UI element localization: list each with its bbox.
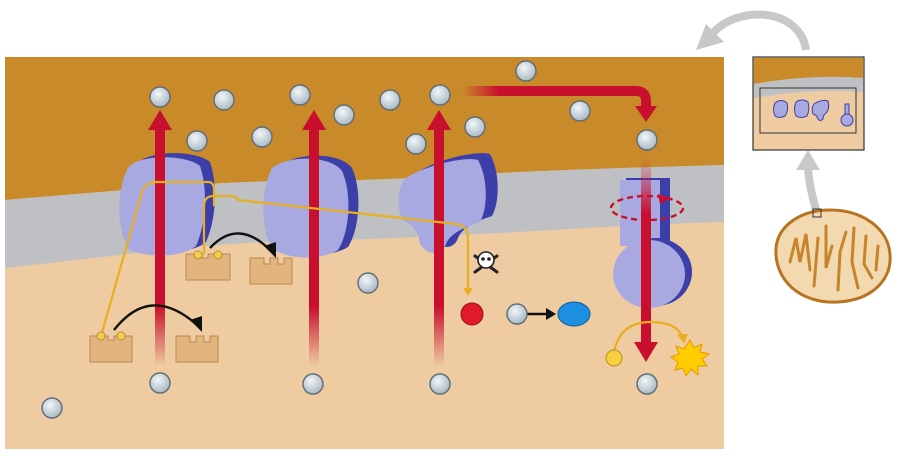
proton: [186, 130, 208, 152]
proton: [379, 89, 401, 111]
proton: [251, 126, 273, 148]
proton-return-arrow-top: [462, 86, 651, 108]
inset-membrane: [754, 76, 863, 98]
electron-path-arrowhead: [463, 288, 473, 296]
proton: [302, 373, 324, 395]
mito-to-inset-arrow: [804, 165, 820, 212]
inset-complex-2: [794, 99, 810, 118]
proton: [515, 60, 537, 82]
inset-to-main-arrow: [708, 10, 810, 51]
atp-synthase-arrow-head: [634, 342, 658, 362]
proton-arrow-head-3: [427, 110, 451, 130]
proton: [429, 84, 451, 106]
proton-arrow-head-2: [302, 110, 326, 130]
protons: [41, 60, 658, 419]
complex-1: [119, 153, 215, 256]
proton-arrow-shaft-3: [434, 128, 444, 366]
sun-burst-icon: [669, 339, 711, 378]
proton-pump-arrows: [148, 86, 658, 366]
mitochondrion: [774, 208, 892, 304]
proton: [289, 84, 311, 106]
proton: [636, 129, 658, 151]
atp-synthase-proton-channel-arrow: [641, 158, 651, 344]
inset-to-main-arrowhead: [696, 24, 724, 50]
inset-panel: [752, 56, 865, 151]
inset-complex-3: [811, 99, 830, 121]
conversion-arrowhead-3: [546, 308, 556, 320]
proton: [569, 100, 591, 122]
conversion-arrowhead-2: [264, 242, 276, 258]
proton: [213, 89, 235, 111]
main-panel: [5, 57, 724, 449]
inset-intermembrane: [754, 58, 863, 84]
electron-path: [99, 180, 470, 337]
proton: [429, 373, 451, 395]
proton-arrow-head-1: [148, 110, 172, 130]
adp-molecule: [605, 349, 623, 367]
proton: [333, 104, 355, 126]
proton: [506, 303, 528, 325]
conversion-arrowhead-1: [190, 316, 202, 332]
water-molecule: [557, 301, 591, 327]
proton: [464, 116, 486, 138]
rotation-arrowhead-icon: [658, 194, 670, 204]
inset-atp-synthase-head: [840, 113, 854, 127]
inset-complex-1: [773, 100, 789, 118]
inset-zoom-box: [759, 87, 857, 134]
proton: [405, 133, 427, 155]
electron-carrier-1: [89, 331, 133, 363]
oxygen-molecule: [460, 302, 484, 326]
mito-to-inset-arrowhead: [796, 150, 820, 170]
electron-carrier-2: [185, 250, 231, 281]
proton: [149, 86, 171, 108]
phosphorylation-arrowhead: [677, 334, 688, 344]
proton-arrow-shaft-2: [309, 128, 319, 366]
skull-crossbones-icon: [473, 251, 499, 274]
proton: [149, 372, 171, 394]
electron-carrier-2-oxidized: [249, 257, 293, 285]
proton: [636, 373, 658, 395]
electron-carrier-1-oxidized: [175, 335, 219, 363]
proton-arrow-shaft-1: [155, 128, 165, 366]
phosphorylation-arrow: [612, 320, 684, 353]
rotation-dashed-ellipse-icon: [609, 194, 685, 222]
proton: [357, 272, 379, 294]
proton: [41, 397, 63, 419]
mitochondrion-zoom-marker: [812, 208, 822, 218]
proton-return-arrow-head-top: [635, 106, 657, 122]
